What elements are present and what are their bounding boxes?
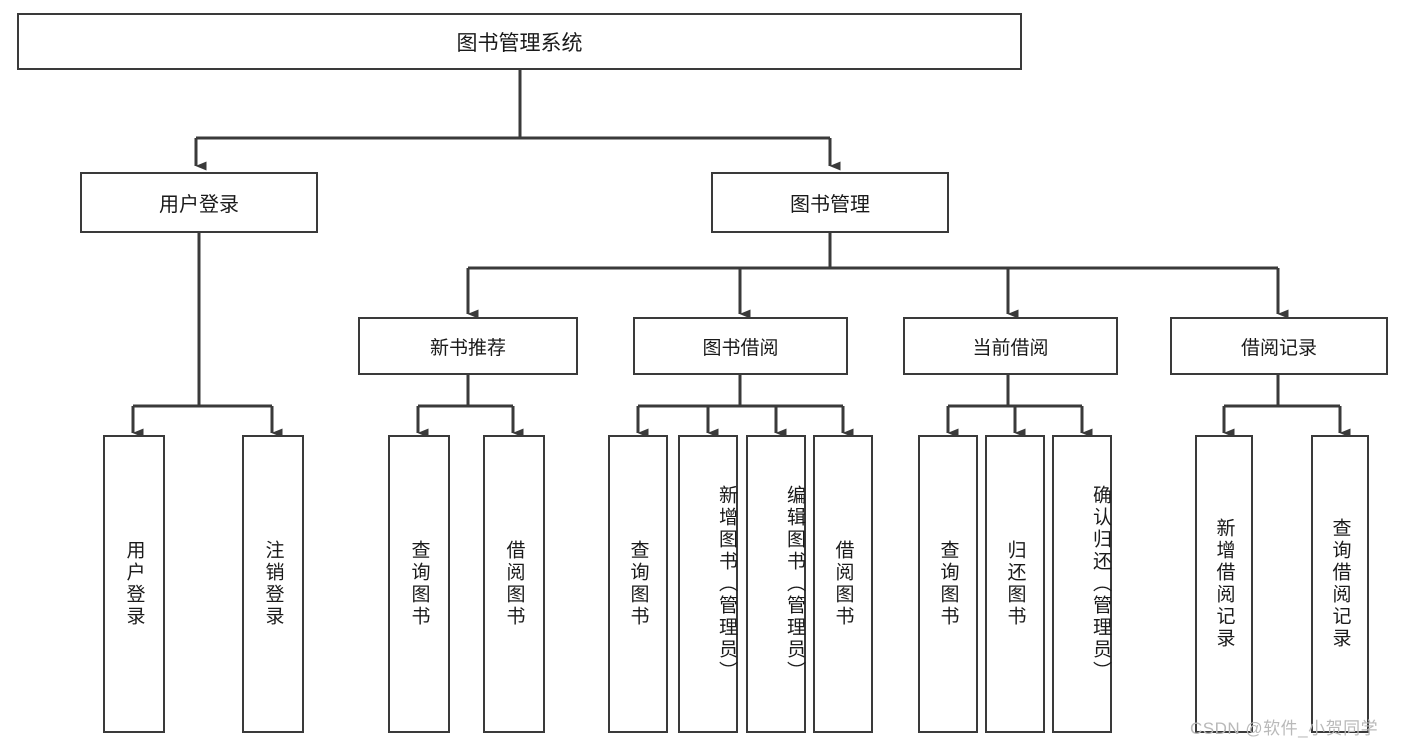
node-label: 新书推荐	[429, 337, 506, 359]
watermark-text: CSDN @软件_小贺同学	[1190, 719, 1379, 738]
node-label: 查询图书	[937, 540, 959, 628]
leaf-recommend-query-book[interactable]: 查询图书	[388, 435, 450, 733]
node-label: 用户登录	[159, 194, 239, 216]
leaf-record-add-record[interactable]: 新增借阅记录	[1195, 435, 1253, 733]
leaf-current-return-book[interactable]: 归还图书	[985, 435, 1045, 733]
node-label: 查询图书	[627, 540, 649, 628]
leaf-recommend-borrow-book[interactable]: 借阅图书	[483, 435, 545, 733]
leaf-user-login-login[interactable]: 用户登录	[103, 435, 165, 733]
node-book-borrow[interactable]: 图书借阅	[633, 317, 848, 375]
leaf-record-query-record[interactable]: 查询借阅记录	[1311, 435, 1369, 733]
leaf-borrow-query-book[interactable]: 查询图书	[608, 435, 668, 733]
node-book-management[interactable]: 图书管理	[711, 172, 949, 233]
leaf-borrow-add-book-admin[interactable]: 新增图书（管理员）	[678, 435, 738, 733]
node-new-book-recommend[interactable]: 新书推荐	[358, 317, 578, 375]
leaf-borrow-borrow-book[interactable]: 借阅图书	[813, 435, 873, 733]
node-label: 图书管理	[790, 194, 870, 216]
node-label: 借阅图书	[832, 540, 854, 628]
node-label: 查询借阅记录	[1329, 518, 1351, 650]
leaf-current-query-book[interactable]: 查询图书	[918, 435, 978, 733]
leaf-borrow-edit-book-admin[interactable]: 编辑图书（管理员）	[746, 435, 806, 733]
leaf-user-login-logout[interactable]: 注销登录	[242, 435, 304, 733]
node-label: 图书借阅	[702, 337, 779, 359]
node-label: 新增图书（管理员）	[716, 485, 737, 683]
node-label: 注销登录	[262, 540, 284, 628]
node-label: 用户登录	[123, 540, 145, 628]
node-label: 当前借阅	[972, 337, 1049, 359]
node-label: 图书管理系统	[456, 31, 583, 55]
node-label: 借阅图书	[503, 540, 525, 628]
node-borrow-record[interactable]: 借阅记录	[1170, 317, 1388, 375]
node-label: 借阅记录	[1240, 337, 1317, 359]
node-label: 归还图书	[1004, 540, 1026, 628]
leaf-current-confirm-return-admin[interactable]: 确认归还（管理员）	[1052, 435, 1112, 733]
node-label: 确认归还（管理员）	[1090, 485, 1111, 683]
node-label: 编辑图书（管理员）	[784, 485, 805, 683]
node-user-login[interactable]: 用户登录	[80, 172, 318, 233]
node-current-borrow[interactable]: 当前借阅	[903, 317, 1118, 375]
node-label: 新增借阅记录	[1213, 518, 1235, 650]
node-label: 查询图书	[408, 540, 430, 628]
node-root-system[interactable]: 图书管理系统	[17, 13, 1022, 70]
